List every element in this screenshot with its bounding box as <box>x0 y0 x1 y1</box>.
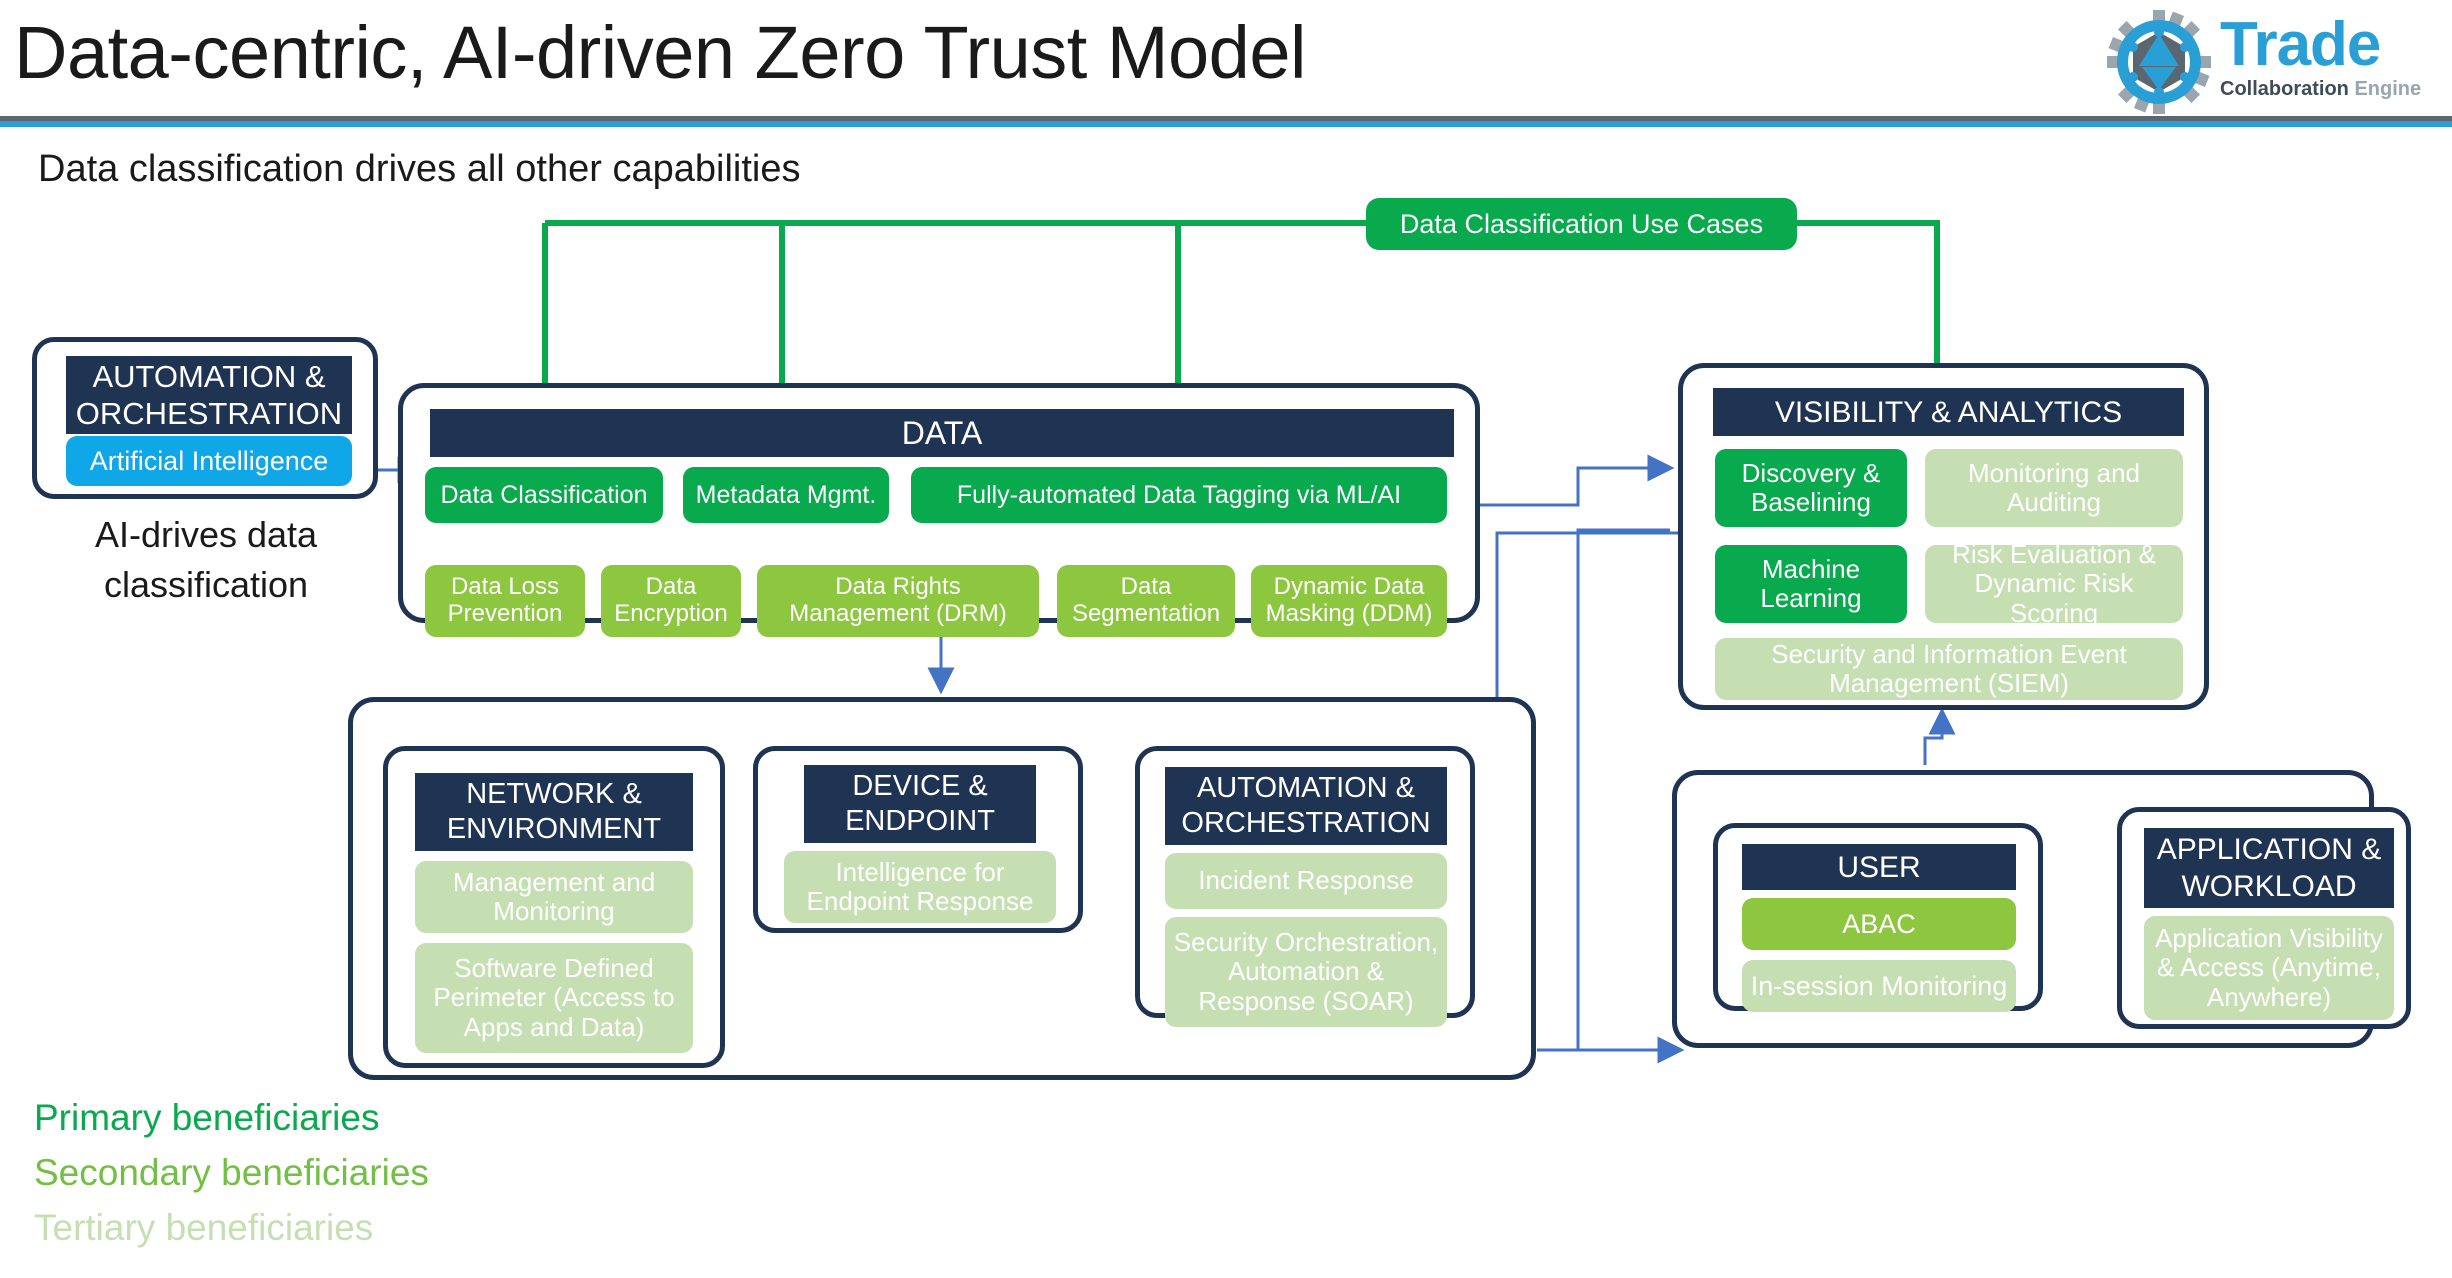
logo-word: Trade <box>2220 10 2381 79</box>
chip-artificial-intelligence[interactable]: Artificial Intelligence <box>66 436 352 486</box>
data-header: DATA <box>430 409 1454 457</box>
group-bottom-pillars: NETWORK & ENVIRONMENT Management and Mon… <box>348 697 1536 1080</box>
chip-software-defined-perimeter[interactable]: Software Defined Perimeter (Access to Ap… <box>415 943 693 1053</box>
chip-artificial-intelligence-label: Artificial Intelligence <box>89 445 329 476</box>
logo-wordmark: Trade Collaboration Engine <box>2220 10 2452 101</box>
automation-left-header: AUTOMATION & ORCHESTRATION <box>66 356 352 434</box>
user-header: USER <box>1742 844 2016 890</box>
chip-fully-automated-data-tagging[interactable]: Fully-automated Data Tagging via ML/AI <box>911 467 1447 523</box>
chip-intelligence-endpoint-response-label: Intelligence for Endpoint Response <box>806 856 1034 916</box>
chip-abac-label: ABAC <box>1842 908 1916 939</box>
chip-data-loss-prevention[interactable]: Data Loss Prevention <box>425 565 585 637</box>
legend-tertiary: Tertiary beneficiaries <box>34 1207 374 1248</box>
subgroup-network-environment: NETWORK & ENVIRONMENT Management and Mon… <box>383 746 725 1068</box>
chip-siem-label: Security and Information Event Managemen… <box>1771 638 2127 698</box>
subgroup-user: USER ABAC In-session Monitoring <box>1713 823 2043 1012</box>
chip-fully-automated-data-tagging-label: Fully-automated Data Tagging via ML/AI <box>956 481 1402 509</box>
chip-management-monitoring[interactable]: Management and Monitoring <box>415 861 693 933</box>
page-title: Data-centric, AI-driven Zero Trust Model <box>14 11 1306 94</box>
subgroup-device-endpoint: DEVICE & ENDPOINT Intelligence for Endpo… <box>753 746 1083 933</box>
chip-application-visibility-access-label: Application Visibility & Access (Anytime… <box>2155 923 2383 1012</box>
group-user-application: USER ABAC In-session Monitoring APPLICAT… <box>1672 770 2411 1048</box>
group-automation-orchestration-left: AUTOMATION & ORCHESTRATION Artificial In… <box>32 337 378 499</box>
chip-machine-learning[interactable]: Machine Learning <box>1715 545 1907 623</box>
chip-soar-label: Security Orchestration, Automation & Res… <box>1173 927 1439 1016</box>
chip-soar[interactable]: Security Orchestration, Automation & Res… <box>1165 917 1447 1027</box>
chip-data-encryption-label: Data Encryption <box>614 573 728 627</box>
visibility-header: VISIBILITY & ANALYTICS <box>1713 388 2184 436</box>
data-classification-use-cases-banner[interactable]: Data Classification Use Cases <box>1366 198 1797 250</box>
chip-discovery-baselining-label: Discovery & Baselining <box>1741 457 1881 517</box>
automation-bottom-header: AUTOMATION & ORCHESTRATION <box>1165 767 1447 845</box>
application-header: APPLICATION & WORKLOAD <box>2144 828 2394 908</box>
chip-data-rights-management[interactable]: Data Rights Management (DRM) <box>757 565 1039 637</box>
chip-in-session-monitoring-label: In-session Monitoring <box>1750 970 2008 1001</box>
legend-primary: Primary beneficiaries <box>34 1097 380 1138</box>
chip-data-rights-management-label: Data Rights Management (DRM) <box>789 573 1007 627</box>
chip-metadata-mgmt[interactable]: Metadata Mgmt. <box>683 467 889 523</box>
subgroup-application-workload: APPLICATION & WORKLOAD Application Visib… <box>2117 807 2411 1029</box>
chip-incident-response[interactable]: Incident Response <box>1165 853 1447 909</box>
chip-data-segmentation-label: Data Segmentation <box>1071 573 1221 627</box>
chip-data-classification-label: Data Classification <box>440 481 648 509</box>
logo-tagline-part2: Engine <box>2354 78 2422 100</box>
chip-management-monitoring-label: Management and Monitoring <box>452 866 656 926</box>
legend-secondary: Secondary beneficiaries <box>34 1152 429 1193</box>
chip-abac[interactable]: ABAC <box>1742 898 2016 950</box>
group-data: DATA Data Classification Metadata Mgmt. … <box>398 383 1480 637</box>
trade-collaboration-engine-logo: Trade Collaboration Engine <box>2100 6 2448 114</box>
subgroup-automation-orchestration-bottom: AUTOMATION & ORCHESTRATION Incident Resp… <box>1135 746 1475 1027</box>
chip-risk-evaluation-scoring-label: Risk Evaluation & Dynamic Risk Scoring <box>1952 539 2156 628</box>
logo-tagline: Collaboration Engine <box>2220 78 2452 100</box>
chip-data-segmentation[interactable]: Data Segmentation <box>1057 565 1235 637</box>
chip-metadata-mgmt-label: Metadata Mgmt. <box>695 481 877 509</box>
chip-data-loss-prevention-label: Data Loss Prevention <box>447 573 563 627</box>
chip-data-classification[interactable]: Data Classification <box>425 467 663 523</box>
chip-discovery-baselining[interactable]: Discovery & Baselining <box>1715 449 1907 527</box>
legend: Primary beneficiaries Secondary benefici… <box>34 1090 429 1255</box>
chip-siem[interactable]: Security and Information Event Managemen… <box>1715 638 2183 700</box>
chip-incident-response-label: Incident Response <box>1198 865 1414 896</box>
ai-caption-text: AI-drives data classification <box>94 514 318 605</box>
logo-tagline-part1: Collaboration <box>2220 78 2349 100</box>
chip-dynamic-data-masking[interactable]: Dynamic Data Masking (DDM) <box>1251 565 1447 637</box>
chip-machine-learning-label: Machine Learning <box>1760 553 1862 613</box>
chip-in-session-monitoring[interactable]: In-session Monitoring <box>1742 960 2016 1012</box>
header-rule-blue <box>0 121 2452 127</box>
chip-dynamic-data-masking-label: Dynamic Data Masking (DDM) <box>1265 573 1433 627</box>
subtitle: Data classification drives all other cap… <box>38 148 801 190</box>
device-header: DEVICE & ENDPOINT <box>804 765 1036 843</box>
group-visibility-analytics: VISIBILITY & ANALYTICS Discovery & Basel… <box>1678 363 2209 710</box>
chip-monitoring-auditing-label: Monitoring and Auditing <box>1968 457 2140 517</box>
slide-header: Data-centric, AI-driven Zero Trust Model <box>0 0 2452 127</box>
chip-risk-evaluation-scoring[interactable]: Risk Evaluation & Dynamic Risk Scoring <box>1925 540 2183 627</box>
ai-caption: AI-drives data classification <box>36 510 376 610</box>
chip-monitoring-auditing[interactable]: Monitoring and Auditing <box>1925 449 2183 527</box>
chip-application-visibility-access[interactable]: Application Visibility & Access (Anytime… <box>2144 916 2394 1020</box>
chip-intelligence-endpoint-response[interactable]: Intelligence for Endpoint Response <box>784 851 1056 923</box>
use-cases-label: Data Classification Use Cases <box>1399 208 1764 239</box>
gear-network-icon <box>2107 10 2211 114</box>
network-header: NETWORK & ENVIRONMENT <box>415 773 693 851</box>
chip-software-defined-perimeter-label: Software Defined Perimeter (Access to Ap… <box>433 953 675 1042</box>
chip-data-encryption[interactable]: Data Encryption <box>601 565 741 637</box>
header-rule-gray <box>0 116 2452 121</box>
